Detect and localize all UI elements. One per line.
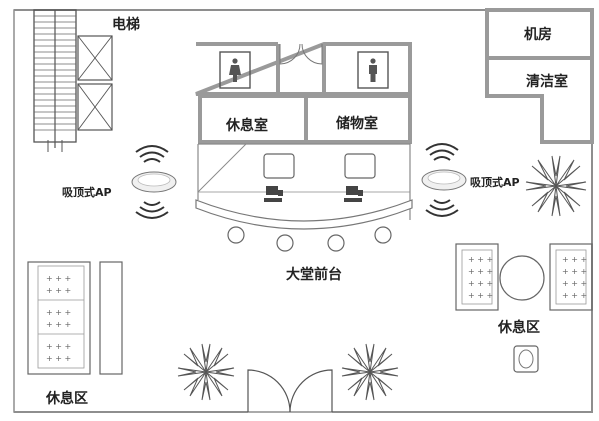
outer-wall <box>14 9 593 413</box>
svg-text:+ + +: + + + <box>562 255 587 264</box>
computer-icon <box>264 186 283 202</box>
svg-text:+ + +: + + + <box>468 291 493 300</box>
sofa-pattern: + + + + + + + + + + + + + + + + + + + + + + … <box>468 255 587 300</box>
stool <box>276 234 294 252</box>
svg-text:+ + +: + + + <box>46 308 71 317</box>
male-restroom-icon <box>369 58 377 82</box>
rest-room-label: 休息室 <box>226 118 268 134</box>
rest-area-label-right: 休息区 <box>498 320 540 336</box>
round-table <box>499 255 545 301</box>
front-desk <box>195 143 413 252</box>
computer-icon <box>344 186 363 202</box>
stool <box>227 226 245 244</box>
right-lounge: + + + + + + + + + + + + + + + + + + + + + + … <box>455 243 593 373</box>
side-stand <box>513 345 539 373</box>
left-lounge: + + + + + + + + + + + + + + + + + + <box>27 261 123 375</box>
toilet-block <box>195 42 412 96</box>
svg-text:+ + +: + + + <box>46 354 71 363</box>
front-desk-label: 大堂前台 <box>286 267 342 283</box>
svg-text:+ + +: + + + <box>468 255 493 264</box>
stool <box>374 226 392 244</box>
svg-text:+ + +: + + + <box>468 279 493 288</box>
ap-label-right: 吸顶式AP <box>470 176 520 189</box>
svg-text:+ + +: + + + <box>562 291 587 300</box>
ap-device-right <box>421 143 467 217</box>
machine-room-label: 机房 <box>524 27 552 43</box>
svg-text:+ + +: + + + <box>46 274 71 283</box>
plant-icon <box>177 343 235 401</box>
svg-text:+ + +: + + + <box>562 279 587 288</box>
plant-icon <box>525 155 587 217</box>
storage-room <box>304 94 412 144</box>
cleaning-room <box>485 56 594 144</box>
female-restroom-icon <box>229 58 241 82</box>
cleaning-room-label: 清洁室 <box>526 74 568 90</box>
svg-text:+ + +: + + + <box>46 320 71 329</box>
svg-text:+ + +: + + + <box>468 267 493 276</box>
storage-room-label: 储物室 <box>336 116 378 132</box>
plant-icon <box>341 343 399 401</box>
elevator-block <box>33 9 113 152</box>
elevator-label: 电梯 <box>112 17 140 33</box>
entrance-doors <box>247 369 333 413</box>
svg-text:+ + +: + + + <box>46 342 71 351</box>
svg-text:+ + +: + + + <box>562 267 587 276</box>
ap-label-left: 吸顶式AP <box>62 186 112 199</box>
ap-device-left <box>131 145 177 219</box>
stool <box>327 234 345 252</box>
svg-text:+ + +: + + + <box>46 286 71 295</box>
rest-area-label-left: 休息区 <box>46 391 88 407</box>
sofa-pattern: + + + + + + + + + + + + + + + + + + <box>46 274 71 363</box>
bench <box>99 261 123 375</box>
floor-boundary <box>13 9 593 413</box>
